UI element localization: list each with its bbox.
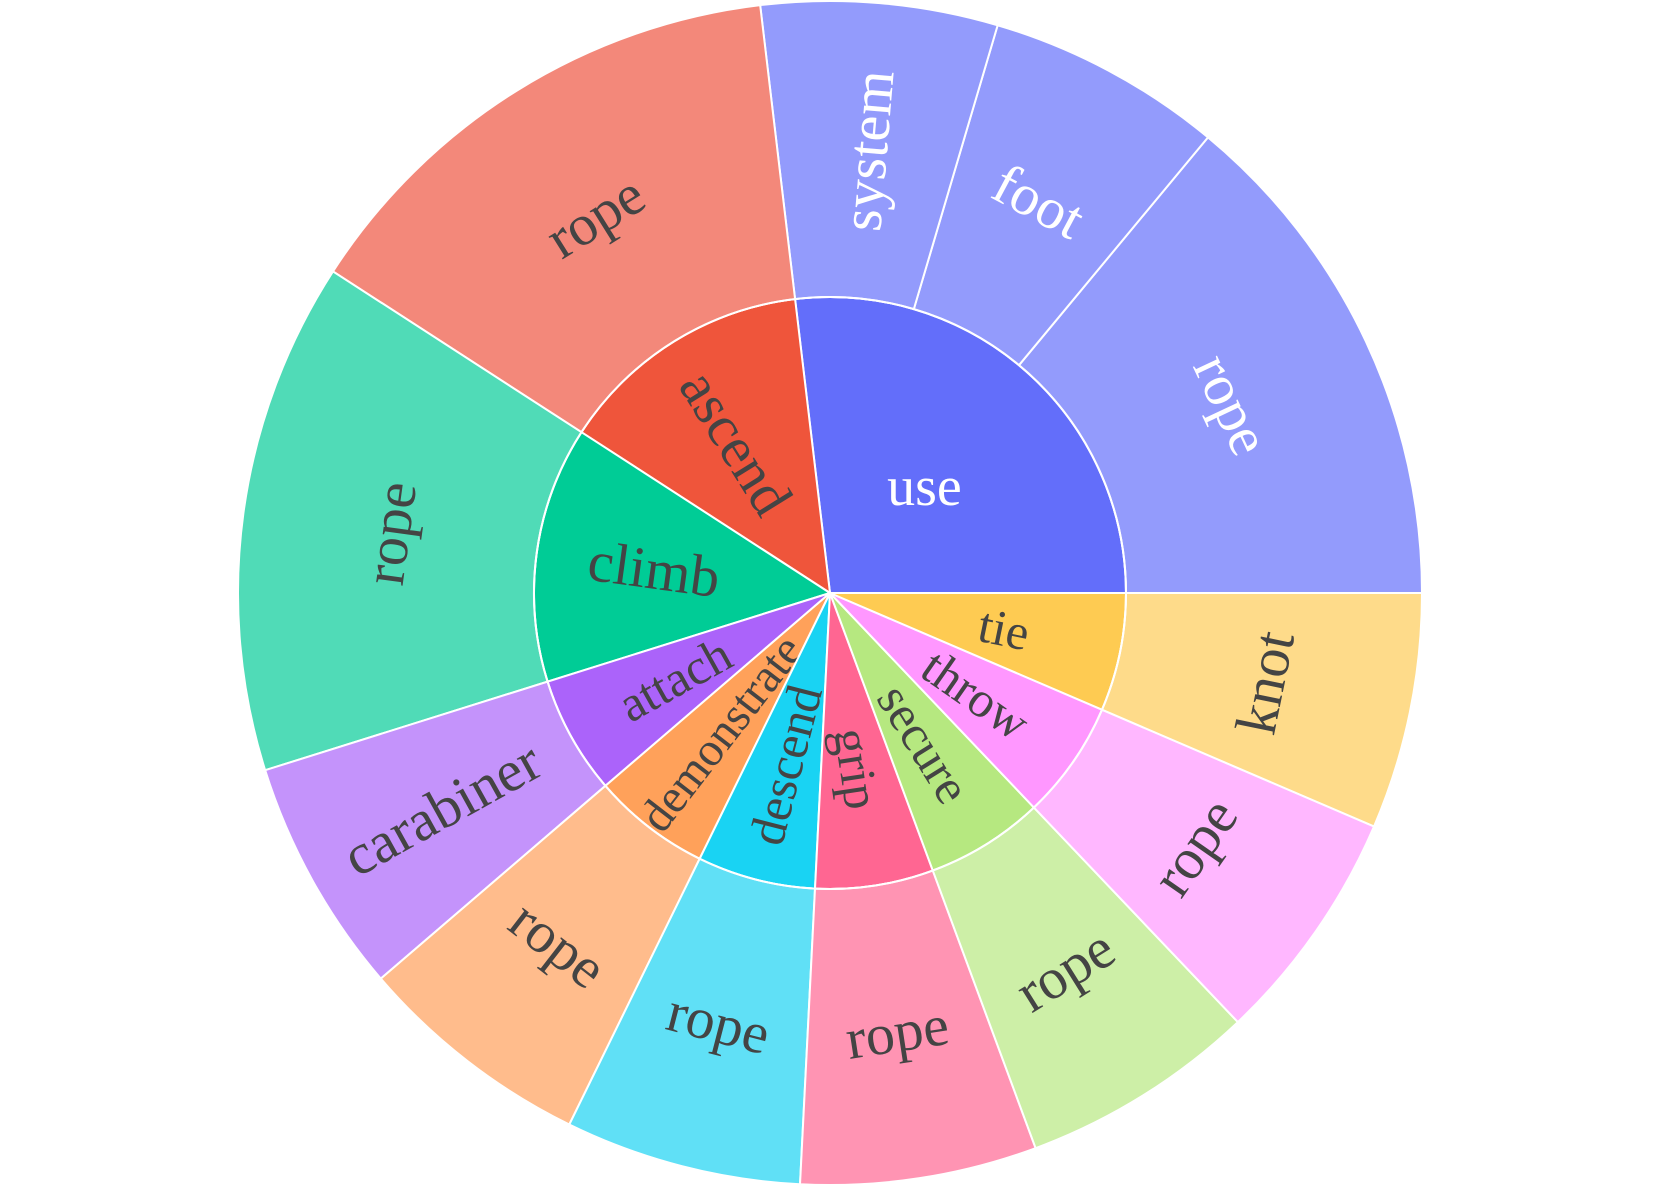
label-grip-rope: rope [841,992,953,1072]
inner-ring: useascendclimbattachdemonstratedescendgr… [533,296,1128,890]
label-tie: tie [974,596,1035,661]
inner-ring-border [533,296,1127,890]
label-use-system: system [828,68,906,234]
label-climb-rope: rope [351,478,429,589]
label-use: use [887,456,962,518]
label-grip: grip [823,724,891,813]
